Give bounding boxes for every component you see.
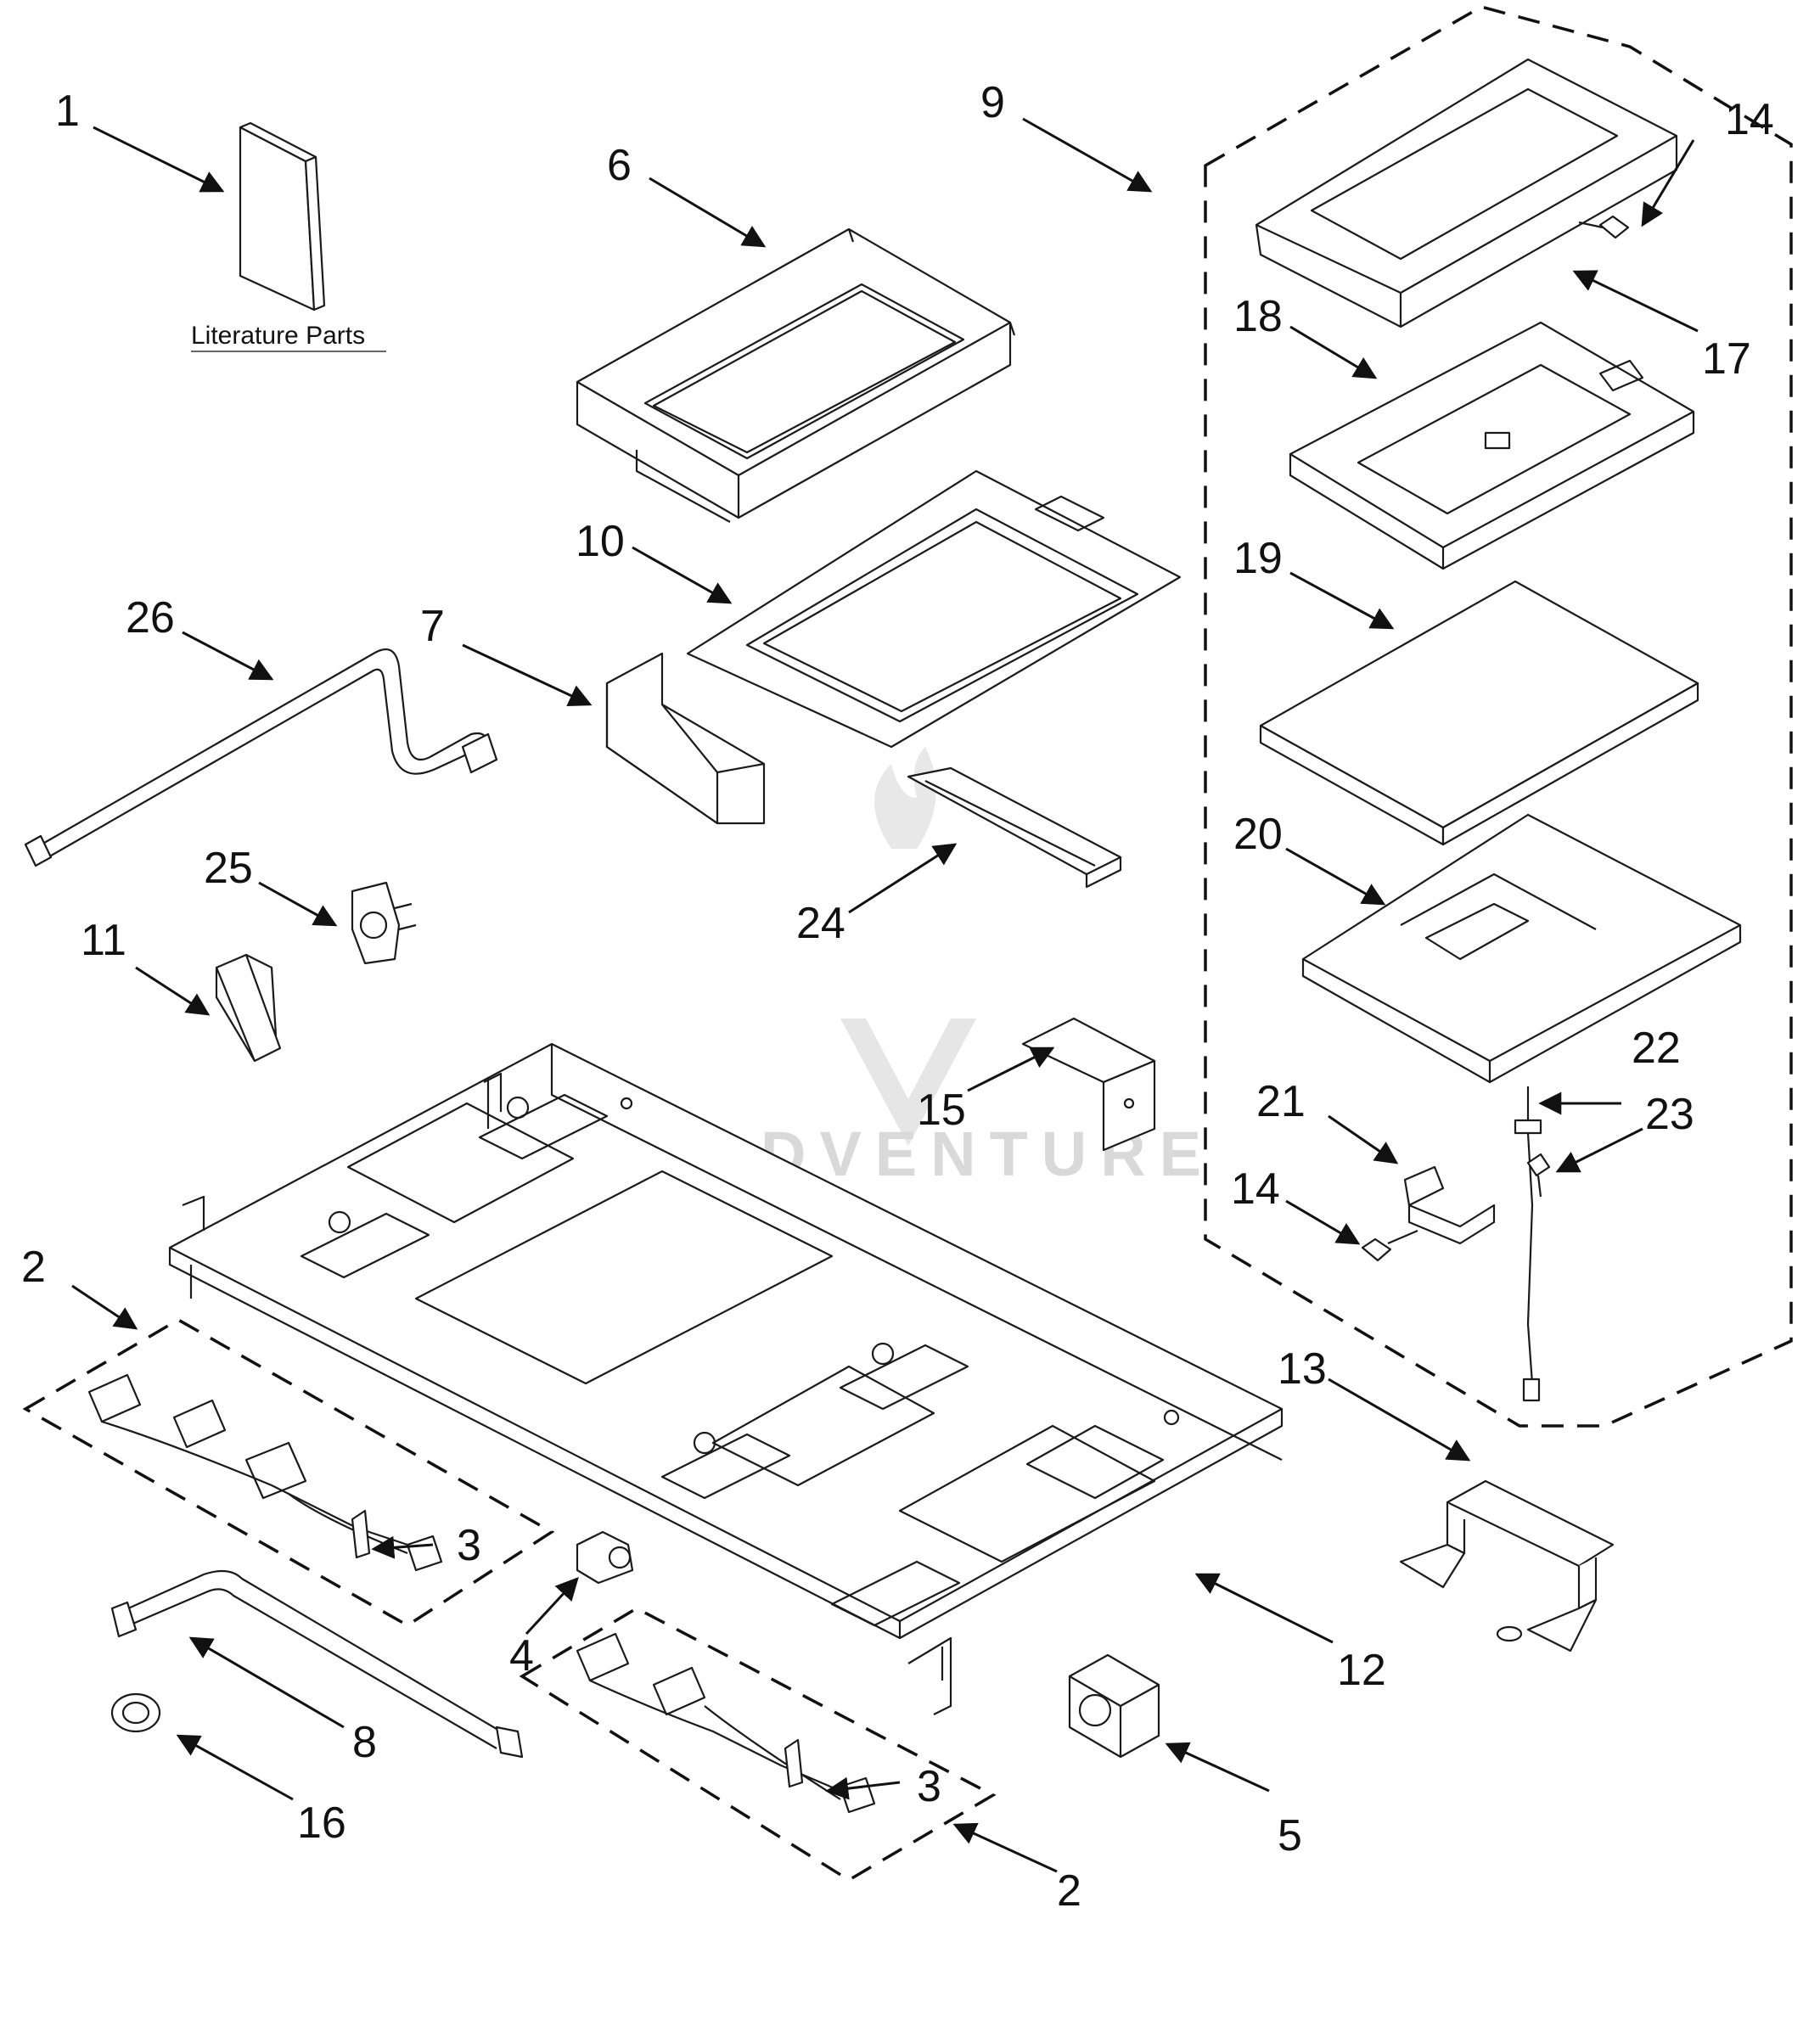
callout-20: 20 [1233,810,1283,859]
callout-2-right: 2 [1057,1866,1081,1916]
leader-23 [1555,1127,1643,1173]
leader-16 [176,1734,294,1801]
part-19-insulation[interactable] [1259,580,1699,846]
callout-23: 23 [1645,1090,1694,1139]
callout-15: 15 [917,1086,966,1135]
part-21-bracket[interactable] [1403,1165,1496,1245]
leader-14-top [1641,139,1695,227]
assembly-2-boundary-right [519,1606,997,1883]
part-14-screw-bottom[interactable] [1361,1229,1418,1262]
leader-10 [632,546,733,604]
callout-1: 1 [55,87,80,136]
assembly-9-boundary [1204,5,1793,1428]
part-6-tray[interactable] [576,227,1016,523]
part-4-regulator[interactable] [576,1530,634,1585]
literature-parts-label: Literature Parts [191,322,365,350]
leader-13 [1328,1378,1471,1462]
part-26-gas-tube[interactable] [24,648,498,867]
leader-6 [649,177,767,248]
leader-19 [1289,571,1395,630]
leader-7 [462,643,593,706]
leader-12 [1194,1573,1334,1644]
part-23-screw[interactable] [1526,1153,1551,1198]
part-25-igniter-module[interactable] [351,881,417,965]
leader-17 [1572,270,1699,333]
part-5-valve-block[interactable] [1068,1653,1160,1759]
leader-2-right [952,1822,1058,1873]
leader-5 [1165,1742,1270,1793]
part-1-literature[interactable] [239,121,326,311]
part-13-clamp[interactable] [1399,1479,1615,1653]
part-18-element-plate[interactable] [1289,321,1695,570]
part-10-liner[interactable] [686,469,1182,749]
leader-1 [93,126,225,193]
callout-7: 7 [420,602,445,651]
callout-17: 17 [1702,334,1751,384]
leader-3-left [371,1535,434,1559]
part-15-bracket[interactable] [1021,1017,1156,1152]
callout-26: 26 [126,593,175,643]
callout-19: 19 [1233,534,1283,583]
part-12-chassis[interactable] [168,1042,1284,1715]
callout-3-left: 3 [457,1521,481,1570]
leader-2-left [71,1284,138,1330]
callout-11: 11 [81,916,126,965]
part-14-screw-top[interactable] [1578,215,1630,239]
callout-10: 10 [576,517,625,566]
leader-11 [135,966,211,1016]
part-11-bracket[interactable] [215,953,282,1063]
leader-18 [1289,325,1378,379]
callout-14-bottom: 14 [1231,1164,1280,1214]
part-16-fitting[interactable] [110,1692,161,1733]
callout-16: 16 [297,1799,346,1848]
leader-25 [258,881,338,927]
leader-21 [1328,1114,1399,1164]
leader-20 [1285,847,1386,906]
leader-4 [525,1577,579,1636]
callout-12: 12 [1337,1646,1386,1695]
callout-14-top: 14 [1725,95,1774,144]
callout-18: 18 [1233,292,1283,341]
watermark-logo [840,747,976,1146]
leader-26 [182,631,274,681]
callout-24: 24 [796,899,845,948]
part-17-griddle-cover[interactable] [1255,58,1678,328]
callout-22: 22 [1632,1024,1681,1073]
leader-8 [188,1636,345,1729]
callout-4: 4 [509,1631,534,1681]
part-20-pan[interactable] [1301,813,1742,1084]
callout-6: 6 [607,141,632,190]
callout-5: 5 [1278,1811,1302,1860]
assembly-2-boundary-left [22,1317,555,1628]
callout-25: 25 [204,844,253,893]
callout-13: 13 [1278,1344,1327,1394]
part-24-trough[interactable] [907,766,1122,889]
leader-14-bottom [1285,1199,1361,1245]
callout-2-left: 2 [21,1243,46,1292]
part-22-sensor[interactable] [1514,1086,1542,1402]
leader-3-right [825,1776,901,1800]
callout-9: 9 [980,78,1005,127]
part-8-gas-pipe[interactable] [110,1569,524,1759]
part-3-valve-harness-right[interactable] [576,1632,876,1814]
leader-24 [848,843,958,914]
callout-21: 21 [1256,1077,1306,1126]
callout-8: 8 [352,1718,377,1767]
callout-3-right: 3 [917,1762,941,1811]
part-3-valve-harness-left[interactable] [87,1373,443,1572]
leader-9 [1022,117,1153,193]
part-7-chute[interactable] [605,652,766,825]
leader-15 [967,1047,1055,1092]
